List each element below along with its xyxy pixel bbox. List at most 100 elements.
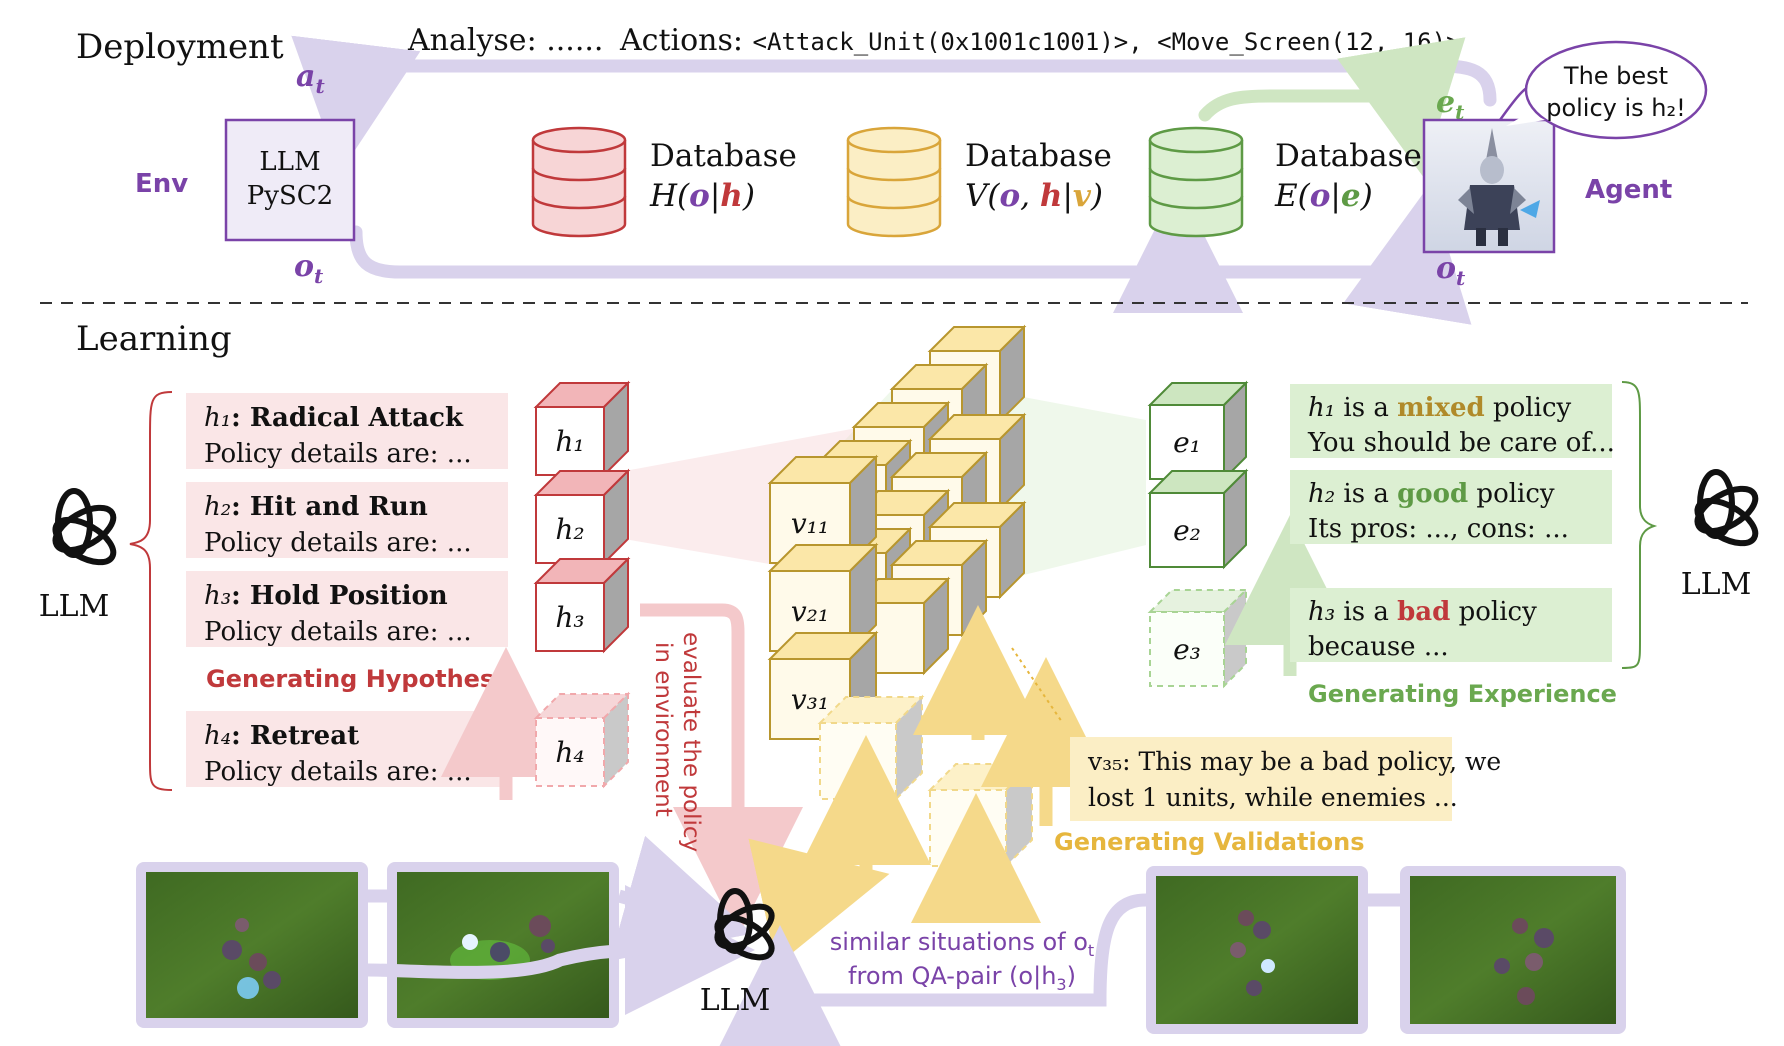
game-screenshot-1 — [136, 862, 368, 1028]
hypothesis-cubes: h₁ h₂ h₃ h₄ — [533, 380, 631, 789]
database-h: Database H(o|h) — [531, 126, 797, 238]
agent-speech-bubble: The best policy is h₂! — [1498, 40, 1708, 140]
actions-prefix: Actions: — [619, 23, 753, 58]
hypothesis-1-details: Policy details are: ... — [204, 439, 472, 469]
action-loop-arrow — [291, 35, 1497, 173]
hypothesis-2-details: Policy details are: ... — [204, 528, 472, 558]
e-cube-3-label: e₃ — [1173, 633, 1201, 666]
database-e-formula: E(o|e) — [1274, 178, 1373, 214]
hypothesis-3-symbol: h₃ — [204, 581, 231, 611]
actions-line: Actions: <Attack_Unit(0x1001c1001)>, <Mo… — [619, 23, 1461, 58]
v-cube-11-label: v₁₁ — [791, 507, 829, 540]
svg-text:h₂ is a good policy: h₂ is a good policy — [1308, 479, 1555, 509]
validation-callout-line — [1011, 647, 1063, 723]
v-cube-21-label: v₂₁ — [791, 595, 829, 628]
svg-text:h₁: Radical Attack: h₁: Radical Attack — [204, 403, 464, 433]
experience-3-word: bad — [1397, 597, 1450, 627]
learning-title: Learning — [76, 319, 232, 359]
env-label: Env — [135, 169, 188, 199]
validation-note — [1070, 737, 1452, 821]
env-box-pysc2: PySC2 — [247, 181, 333, 211]
experience-card-3: h₃ is a bad policy because ... — [1290, 588, 1612, 662]
env-box — [224, 118, 356, 242]
agent-speech-line2: policy is h₂! — [1546, 94, 1686, 122]
game-screenshot-2 — [387, 862, 619, 1028]
e-cube-2: e₂ — [1147, 468, 1249, 570]
experience-bracket — [1621, 381, 1658, 669]
openai-logo-icon-right — [1694, 469, 1759, 547]
o-t-label-left: ot — [294, 249, 324, 288]
agent-speech-line1: The best — [1563, 62, 1668, 90]
hypothesis-card-4: h₄: Retreat Policy details are: ... — [186, 711, 508, 787]
hypothesis-3-details: Policy details are: ... — [204, 617, 472, 647]
e-cube-1: e₁ — [1147, 380, 1249, 482]
experience-3-line2: because ... — [1308, 632, 1449, 662]
a-t-label: at — [296, 59, 325, 98]
observation-to-agent-arrow — [1143, 185, 1472, 325]
hypothesis-1-title: Radical Attack — [250, 403, 464, 433]
experience-1-symbol: h₁ — [1308, 393, 1335, 423]
hypothesis-2-title: Hit and Run — [250, 492, 428, 522]
agent-label: Agent — [1585, 175, 1672, 205]
svg-text:h₃ is a bad policy: h₃ is a bad policy — [1308, 597, 1537, 627]
database-v-formula: V(o, h|v) — [965, 178, 1103, 214]
hypothesis-3-title: Hold Position — [250, 581, 448, 611]
v-cube-11: v₁₁ — [767, 454, 879, 566]
database-h-icon — [531, 126, 627, 238]
similar-situations-arrow — [715, 893, 1147, 1046]
hypothesis-1-symbol: h₁ — [204, 403, 231, 433]
screenshot2-to-llm-arrow — [609, 835, 753, 961]
v-cube-31-label: v₃₁ — [791, 683, 829, 716]
hypothesis-bracket — [129, 391, 173, 791]
llm-right-label: LLM — [1681, 567, 1752, 602]
actions-code: <Attack_Unit(0x1001c1001)>, <Move_Screen… — [753, 28, 1461, 56]
hypothesis-4-title: Retreat — [250, 721, 359, 751]
hypothesis-card-1: h₁: Radical Attack Policy details are: .… — [186, 393, 508, 469]
h-cube-3-label: h₃ — [555, 601, 584, 634]
hypothesis-card-2: h₂: Hit and Run Policy details are: ... — [186, 482, 508, 558]
experience-card-2: h₂ is a good policy Its pros: ..., cons:… — [1290, 470, 1612, 544]
experience-cubes: e₁ e₂ e₃ — [1147, 380, 1249, 689]
env-box-llm: LLM — [259, 147, 320, 177]
similar-situations-line2: from QA-pair (o|h3) — [848, 962, 1076, 994]
llm-bottom-label: LLM — [700, 983, 771, 1018]
experience-2-symbol: h₂ — [1308, 479, 1335, 509]
database-e-icon — [1148, 126, 1244, 238]
h-cube-4: h₄ — [533, 691, 631, 789]
evaluate-policy-line2: in environment — [650, 642, 676, 817]
svg-text:h₃: Hold Position: h₃: Hold Position — [204, 581, 448, 611]
h-cube-2: h₂ — [533, 468, 631, 566]
analyse-label: Analyse: ...... — [407, 23, 603, 58]
hypothesis-4-symbol: h₄ — [204, 721, 231, 751]
database-v-name: Database — [965, 138, 1112, 174]
game-screenshot-3 — [1146, 866, 1368, 1034]
svg-text:h₂: Hit and Run: h₂: Hit and Run — [204, 492, 428, 522]
database-v: Database V(o, h|v) — [846, 126, 1112, 238]
database-h-formula: H(o|h) — [649, 178, 755, 214]
agent-character-icon — [1458, 128, 1540, 246]
generating-experience-label: Generating Experience — [1308, 680, 1617, 708]
h-cube-3: h₃ — [533, 556, 631, 654]
similar-situations-line1: similar situations of ot — [830, 928, 1094, 960]
h-cube-1-label: h₁ — [555, 425, 584, 458]
llm-left-label: LLM — [39, 589, 110, 624]
experience-2-line2: Its pros: ..., cons: ... — [1308, 514, 1569, 544]
hypothesis-4-details: Policy details are: ... — [204, 757, 472, 787]
game-screenshot-4 — [1400, 866, 1626, 1034]
v-ghost-cube-2 — [927, 761, 1035, 869]
h-cube-4-label: h₄ — [555, 736, 584, 769]
v-cube-21: v₂₁ — [767, 542, 879, 654]
database-v-icon — [846, 126, 942, 238]
h-cube-2-label: h₂ — [555, 513, 584, 546]
generating-hypothesis-label: Generating Hypothesis — [206, 665, 517, 693]
evaluate-arrow — [640, 603, 803, 937]
e-cube-1-label: e₁ — [1173, 426, 1201, 459]
v-ghost-cube-1 — [817, 694, 925, 802]
observation-to-db-arrow — [349, 183, 1243, 314]
llm-to-validation-arrow — [748, 838, 890, 966]
e-cube-3: e₃ — [1147, 587, 1249, 689]
experience-1-word: mixed — [1397, 393, 1485, 423]
experience-2-word: good — [1397, 479, 1468, 509]
experience-1-line2: You should be care of... — [1307, 428, 1615, 458]
